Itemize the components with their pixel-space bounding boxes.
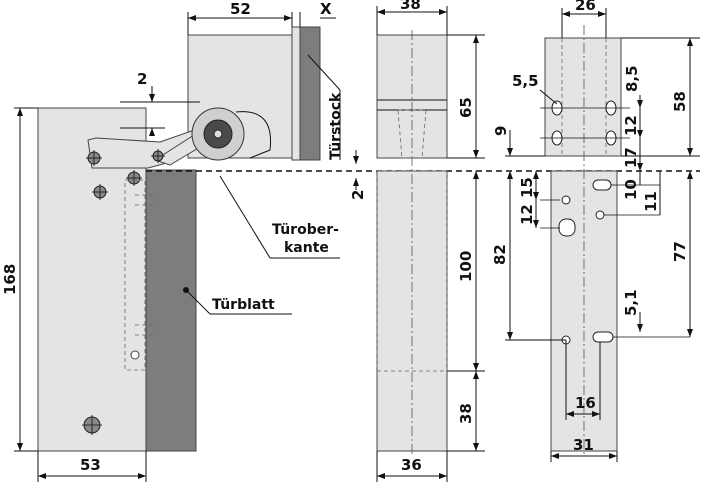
- screw-icon: [86, 150, 102, 166]
- slot-icon: [592, 331, 614, 343]
- front-view: 38 65 100 38 36: [376, 0, 485, 482]
- screw-icon: [82, 415, 102, 435]
- dim-17: 17: [622, 147, 640, 168]
- slot-icon: [558, 218, 576, 237]
- dim-82: 82: [491, 244, 509, 265]
- dim-5-5: 5,5: [512, 72, 539, 90]
- dim-9: 9: [492, 126, 510, 136]
- dim-5-1: 5,1: [622, 289, 640, 316]
- roller-guide: [235, 111, 272, 159]
- door-frame-edge: [291, 26, 301, 161]
- dim-65: 65: [457, 97, 475, 118]
- dim-38-side: 38: [457, 403, 475, 424]
- dim-12-right: 12: [622, 115, 640, 136]
- label-tuerblatt: Türblatt: [212, 297, 275, 313]
- hole-pattern-view: 26 5,5 8,5 58 12 17 9 15 12: [491, 0, 700, 462]
- dim-11: 11: [642, 191, 660, 212]
- dim-168: 168: [1, 264, 19, 295]
- label-tuerstock: Türstock: [328, 92, 344, 160]
- dim-53: 53: [80, 456, 101, 474]
- hidden-hole: [130, 350, 140, 360]
- hole-icon: [595, 210, 605, 220]
- slot-icon: [592, 179, 612, 191]
- dim-x: X: [320, 0, 332, 18]
- dim-36: 36: [401, 456, 422, 474]
- dim-2-top: 2: [137, 70, 147, 88]
- dim-31: 31: [573, 436, 594, 454]
- side-view: 52 X 2 168 53 Türstock 2 Türober- kante: [1, 0, 700, 482]
- dim-8-5: 8,5: [623, 65, 641, 92]
- roller-hub: [213, 129, 223, 139]
- label-tueroberkante-2: kante: [284, 240, 329, 256]
- dim-100: 100: [457, 251, 475, 282]
- dim-52: 52: [230, 0, 251, 18]
- screw-icon: [151, 149, 165, 163]
- dim-2-mid: 2: [349, 190, 367, 200]
- dim-58: 58: [671, 91, 689, 112]
- hole-icon: [561, 195, 571, 205]
- dim-10: 10: [622, 179, 640, 200]
- label-tueroberkante-1: Türober-: [272, 222, 339, 238]
- dim-26: 26: [575, 0, 596, 14]
- door-leaf: [145, 169, 197, 452]
- dim-15: 15: [518, 177, 536, 198]
- dim-77: 77: [671, 241, 689, 262]
- hidden-rail: [124, 179, 146, 371]
- dim-12-left: 12: [518, 204, 536, 225]
- dim-16: 16: [575, 394, 596, 412]
- door-frame: [299, 26, 321, 161]
- screw-icon: [92, 184, 108, 200]
- dim-38-top: 38: [400, 0, 421, 13]
- screw-icon: [126, 170, 142, 186]
